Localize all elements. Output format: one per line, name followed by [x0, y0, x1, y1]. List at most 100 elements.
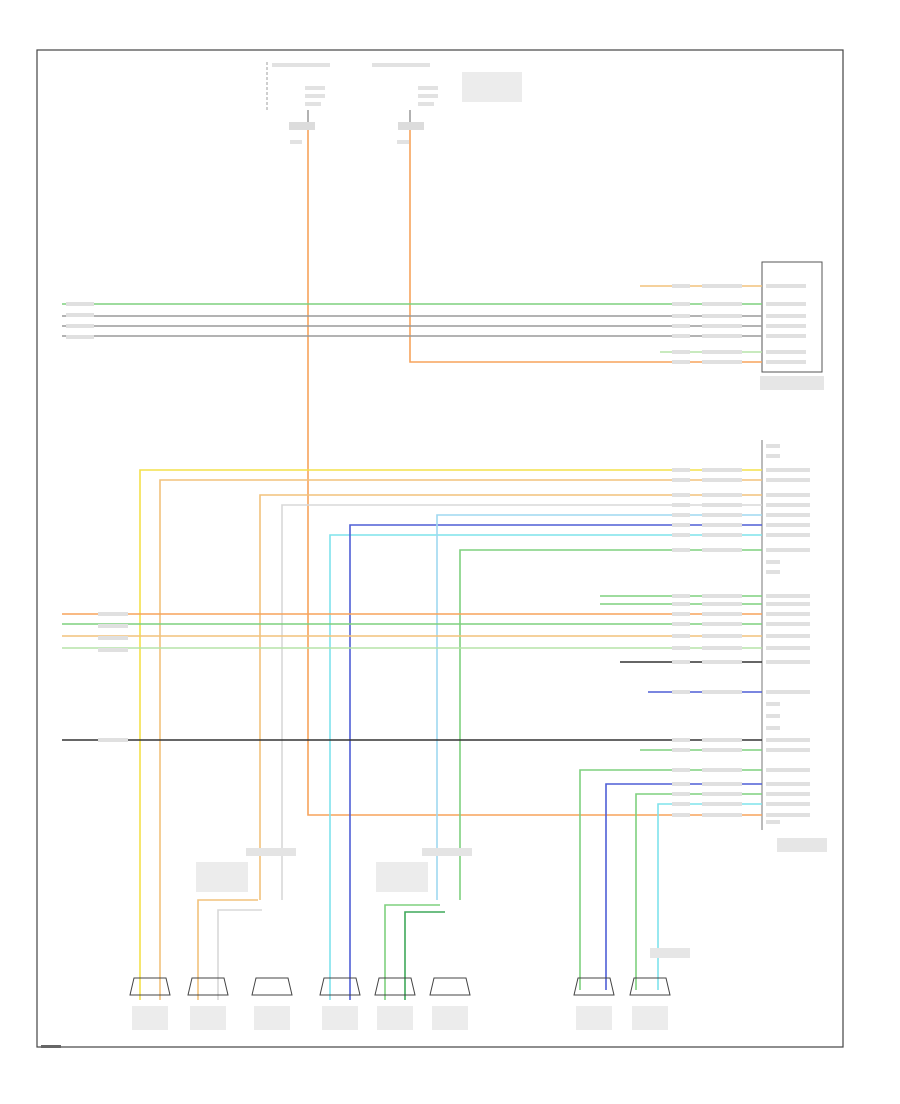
lower-wire-tag [98, 738, 128, 742]
main-wire-color-16 [702, 738, 742, 742]
rf-door-splice-label [422, 848, 472, 856]
main-circuit-num-7 [672, 548, 690, 552]
main-wire-color-15 [702, 690, 742, 694]
left-front-speaker-label [132, 1006, 168, 1030]
main-circuit-num-3 [672, 503, 690, 507]
main-wire-color-9 [702, 602, 742, 606]
main-pin-name-8 [766, 594, 810, 598]
wire-power-feed-right [409, 130, 762, 363]
spare-pin-1 [766, 454, 780, 458]
fuse-text-c [305, 102, 321, 106]
main-pin-name-12 [766, 634, 810, 638]
fuse-text-f [418, 102, 434, 106]
main-wire-color-19 [702, 782, 742, 786]
left-wire-tag-b [66, 313, 94, 317]
main-wire-color-5 [702, 523, 742, 527]
upper-circuit-num-2 [672, 314, 690, 318]
main-wire-color-22 [702, 813, 742, 817]
left-front-speaker-icon [129, 977, 171, 996]
main-pin-name-7 [766, 548, 810, 552]
main-wire-color-10 [702, 612, 742, 616]
upper-circuit-num-0 [672, 284, 690, 288]
main-circuit-num-9 [672, 602, 690, 606]
main-wire-color-4 [702, 513, 742, 517]
upper-pin-name-6 [766, 360, 806, 364]
upper-circuit-num-6 [672, 360, 690, 364]
right-door-speaker-label [432, 1006, 468, 1030]
wire-lf-tweeter-neg [217, 909, 262, 1000]
upper-circuit-num-1 [672, 302, 690, 306]
rf-door-note-block [376, 862, 428, 892]
mid-wire-tag-d [98, 648, 128, 652]
right-front-speaker-icon [319, 977, 361, 996]
main-circuit-num-8 [672, 594, 690, 598]
main-pin-name-21 [766, 802, 810, 806]
left-front-tweeter-icon [187, 977, 229, 996]
spare-pin-6 [766, 726, 780, 730]
module-upper-label [760, 376, 824, 390]
fuse-text-a [305, 86, 325, 90]
label-layer [66, 284, 810, 892]
upper-wire-color-0 [702, 284, 742, 288]
main-pin-name-0 [766, 468, 810, 472]
left-wire-tag-a [66, 302, 94, 306]
main-pin-name-17 [766, 748, 810, 752]
upper-circuit-num-5 [672, 350, 690, 354]
main-circuit-num-10 [672, 612, 690, 616]
main-wire-color-1 [702, 478, 742, 482]
main-pin-name-3 [766, 503, 810, 507]
main-circuit-num-15 [672, 690, 690, 694]
spare-pin-4 [766, 702, 780, 706]
upper-pin-name-3 [766, 324, 806, 328]
wire-rf-speaker-neg [349, 524, 762, 1000]
upper-pin-name-1 [766, 302, 806, 306]
upper-pin-name-5 [766, 350, 806, 354]
fuse-connector-left [289, 122, 315, 130]
right-front-tweeter-label [377, 1006, 413, 1030]
main-pin-name-4 [766, 513, 810, 517]
main-wire-color-7 [702, 548, 742, 552]
upper-pin-name-2 [766, 314, 806, 318]
wire-lf-speaker-pos [139, 469, 762, 1000]
fuse-connector-right [398, 122, 424, 130]
left-wire-tag-c [66, 324, 94, 328]
subwoofer-amp-label [650, 948, 690, 958]
main-pin-name-5 [766, 523, 810, 527]
spare-pin-5 [766, 714, 780, 718]
upper-wire-color-3 [702, 324, 742, 328]
wire-sub-right-neg [657, 803, 762, 990]
main-circuit-num-4 [672, 513, 690, 517]
upper-circuit-num-4 [672, 334, 690, 338]
right-front-speaker-label [322, 1006, 358, 1030]
upper-wire-color-4 [702, 334, 742, 338]
main-circuit-num-14 [672, 660, 690, 664]
main-pin-name-13 [766, 646, 810, 650]
wire-rf-door-pos [436, 514, 762, 900]
main-circuit-num-2 [672, 493, 690, 497]
main-wire-color-20 [702, 792, 742, 796]
main-pin-name-22 [766, 813, 810, 817]
main-circuit-num-5 [672, 523, 690, 527]
wire-lf-speaker-neg [159, 479, 762, 1000]
splice-label-right [397, 140, 409, 144]
fuse-text-e [418, 94, 438, 98]
main-circuit-num-21 [672, 802, 690, 806]
spare-pin-0 [766, 444, 780, 448]
main-wire-color-18 [702, 768, 742, 772]
right-subwoofer-label [632, 1006, 668, 1030]
left-wire-tag-d [66, 335, 94, 339]
wire-lf-door-pos [259, 494, 762, 900]
wire-rf-speaker-pos [329, 534, 762, 1000]
main-wire-color-6 [702, 533, 742, 537]
wire-lf-tweeter-pos [197, 899, 258, 1000]
fuse-label-left [272, 63, 330, 67]
splice-label-left [290, 140, 302, 144]
main-wire-color-8 [702, 594, 742, 598]
fuse-block-group [266, 62, 522, 144]
wire-power-feed-left [307, 130, 762, 816]
main-pin-name-2 [766, 493, 810, 497]
main-wire-color-12 [702, 634, 742, 638]
main-circuit-num-0 [672, 468, 690, 472]
main-wire-color-13 [702, 646, 742, 650]
